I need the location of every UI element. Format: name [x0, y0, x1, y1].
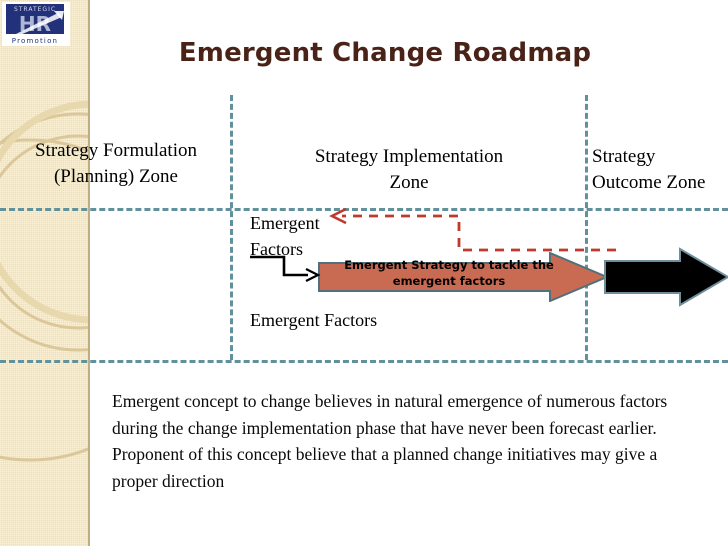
emergent-factors-top-line1: Emergent: [250, 213, 320, 233]
zone-label-formulation-line2: (Planning) Zone: [53, 166, 178, 188]
zone-label-outcome-line2: Outcome Zone: [592, 172, 706, 194]
zone-divider-horizontal-top: [0, 208, 728, 211]
decorative-sidebar: [0, 0, 90, 546]
logo-bottom-text: Promotion: [12, 37, 58, 45]
zone-divider-vertical-right: [585, 95, 588, 360]
emergent-strategy-arrow-label: Emergent Strategy to tackle the emergent…: [330, 258, 568, 289]
emergent-strategy-line2: emergent factors: [392, 273, 506, 288]
emergent-strategy-arrow: [318, 251, 610, 303]
emergent-strategy-arrow-svg: [318, 251, 610, 303]
sidebar-arc-decoration: [0, 0, 88, 546]
page-title: Emergent Change Roadmap: [178, 38, 592, 68]
zone-label-formulation-line1: Strategy Formulation: [34, 140, 197, 161]
zone-label-outcome: Strategy Outcome Zone: [592, 144, 728, 196]
zone-label-implementation-line2: Zone: [389, 172, 429, 194]
zone-label-outcome-line1: Strategy: [592, 146, 656, 167]
emergent-strategy-line1: Emergent Strategy to tackle the: [344, 258, 554, 272]
elbow-connector-svg: [250, 255, 321, 282]
body-paragraph: Emergent concept to change believes in n…: [112, 391, 668, 491]
logo-svg: STRATEGIC HR Promotion: [2, 2, 70, 46]
zone-divider-vertical-left: [230, 95, 233, 360]
outcome-arrow-svg: [604, 247, 728, 307]
emergent-factors-top-line2: Factors: [250, 238, 303, 259]
logo-top-text: STRATEGIC: [14, 6, 56, 13]
emergent-factors-top-label: Emergent Factors: [250, 211, 350, 262]
zone-label-implementation-line1: Strategy Implementation: [314, 146, 504, 167]
zone-divider-horizontal-bottom: [0, 360, 728, 363]
emergent-factors-bottom-label: Emergent Factors: [250, 310, 378, 330]
arc-svg: [0, 100, 88, 462]
outcome-arrow: [604, 247, 728, 307]
company-logo: STRATEGIC HR Promotion: [2, 2, 70, 46]
zone-label-implementation: Strategy Implementation Zone: [240, 144, 578, 196]
elbow-connector-arrow: [248, 252, 328, 286]
zone-label-formulation: Strategy Formulation (Planning) Zone: [10, 138, 222, 190]
